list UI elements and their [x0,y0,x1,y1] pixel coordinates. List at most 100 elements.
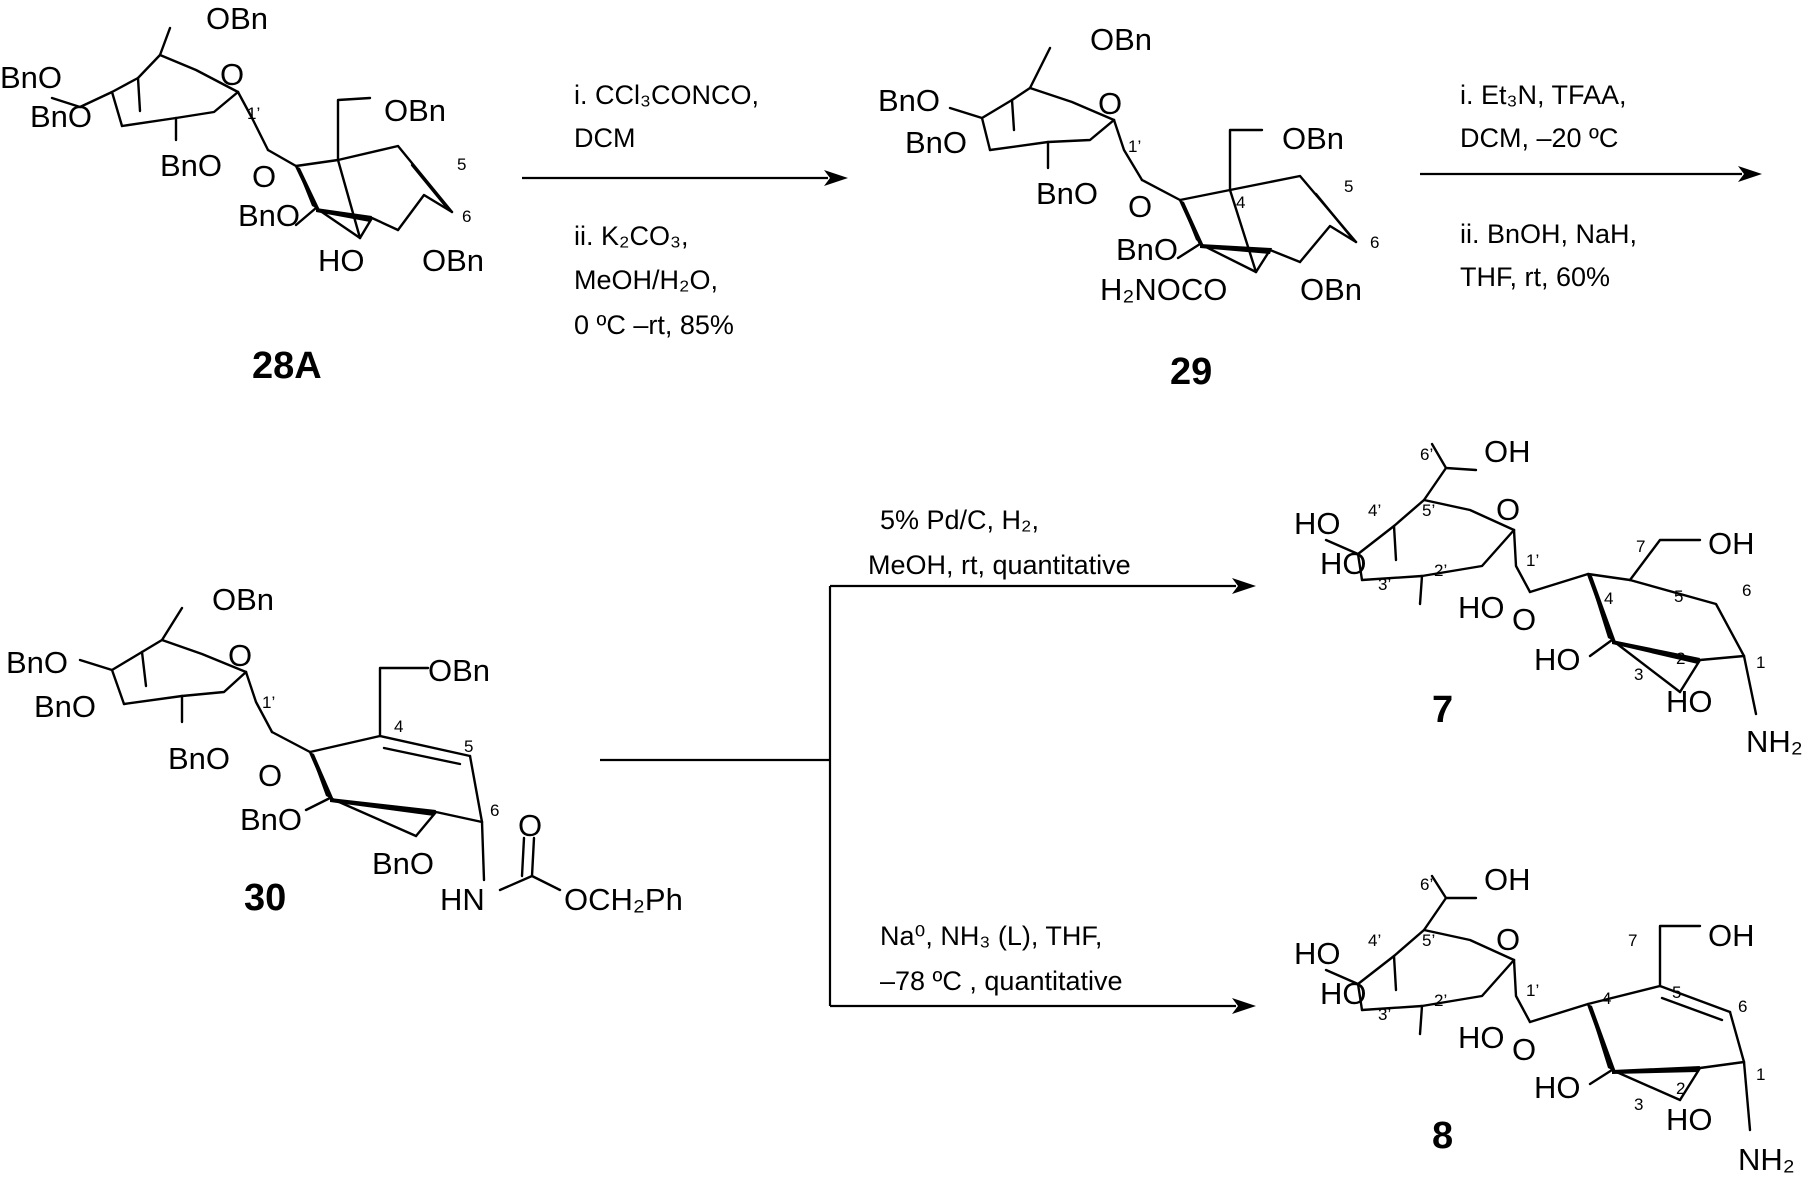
label-ho-4prime: HO [1294,936,1341,971]
label-nh: HN [440,882,485,917]
label-ho-3prime: HO [1320,546,1367,581]
label-pos-3: 3 [1634,665,1643,684]
label-pos-5prime: 5’ [1422,931,1435,950]
label-pos-1prime: 1’ [1128,137,1141,156]
label-pos-6prime: 6’ [1420,445,1433,464]
label-pos-6: 6 [1742,581,1751,600]
label-pos-4prime: 4’ [1368,931,1381,950]
label-obn-top: OBn [1090,22,1152,57]
label-pos-5: 5 [464,737,473,756]
step1-reagent-2: ii. K₂CO₃, [574,221,689,251]
arrow-branch: 5% Pd/C, H₂, MeOH, rt, quantitative Na⁰,… [600,505,1256,1014]
label-pos-6prime: 6’ [1420,875,1433,894]
label-pos-6: 6 [1738,997,1747,1016]
label-pos-6: 6 [462,207,471,226]
label-pos-5: 5 [1674,587,1683,606]
step1-solvent-2: MeOH/H₂O, [574,265,718,295]
label-ho-2prime: HO [1458,1020,1505,1055]
label-bno-5: BnO [372,846,434,881]
label-pos-5prime: 5’ [1422,501,1435,520]
label-glycosidic-o: O [1128,189,1152,224]
label-nh2: NH₂ [1746,724,1803,759]
label-ho-4prime: HO [1294,506,1341,541]
step1-solvent-1: DCM [574,123,636,153]
label-bno-1: BnO [0,60,62,95]
label-bno-2: BnO [34,689,96,724]
step1-reagent-1: i. CCl₃CONCO, [574,80,759,110]
compound-30: OBn BnO BnO O 1’ OBn BnO O 4 5 BnO 6 BnO… [6,582,683,919]
label-ring-o: O [228,638,252,673]
label-pos-1prime: 1’ [1526,981,1539,1000]
step1-temp-yield: 0 ºC –rt, 85% [574,310,734,340]
label-pos-1prime: 1’ [1526,551,1539,570]
label-pos-4: 4 [1236,193,1245,212]
label-ho-2prime: HO [1458,590,1505,625]
label-bno-2: BnO [905,125,967,160]
step4-reagent: Na⁰, NH₃ (L), THF, [880,921,1102,951]
compound-7: 6’ OH 4’ 5’ O HO HO 3’ 2’ 1’ 7 OH HO O 4… [1294,434,1803,759]
label-ho-3: HO [1534,642,1581,677]
label-pos-1: 1 [1756,1065,1765,1084]
label-bno-1: BnO [878,83,940,118]
compound-id-7: 7 [1432,689,1453,731]
label-ho-3prime: HO [1320,976,1367,1011]
label-bno-4: BnO [240,802,302,837]
label-oh-7: OH [1708,918,1755,953]
label-pos-4: 4 [394,717,403,736]
label-ring-o: O [1098,86,1122,121]
arrow-step-1: i. CCl₃CONCO, DCM ii. K₂CO₃, MeOH/H₂O, 0… [522,80,848,340]
compound-id-8: 8 [1432,1115,1453,1157]
step4-temp-yield: –78 ºC , quantitative [880,966,1123,996]
arrow-step-2: i. Et₃N, TFAA, DCM, –20 ºC ii. BnOH, NaH… [1420,80,1762,292]
step3-reagent: 5% Pd/C, H₂, [880,505,1039,535]
label-pos-5: 5 [1672,983,1681,1002]
label-glycosidic-o: O [1512,1032,1536,1067]
label-pos-3: 3 [1634,1095,1643,1114]
label-obn-bottom: OBn [1300,272,1362,307]
label-bno-4: BnO [238,198,300,233]
compound-id-30: 30 [244,877,286,919]
label-obn-bottom: OBn [422,243,484,278]
label-ocbz: OCH₂Ph [564,882,683,917]
label-obn-ch2: OBn [1282,121,1344,156]
compound-8: 6’ OH 4’ 5’ O HO HO 3’ 2’ 1’ 7 OH HO O 4… [1294,862,1795,1177]
compound-28A: OBn BnO BnO O 1’ BnO O OBn 5 BnO 6 HO OB… [0,1,484,387]
label-glycosidic-o: O [258,758,282,793]
label-obn-ch2: OBn [384,93,446,128]
label-ring-o: O [220,57,244,92]
label-carbamate: H₂NOCO [1100,272,1227,307]
label-pos-6: 6 [490,801,499,820]
label-bno-1: BnO [6,645,68,680]
step3-solvent-yield: MeOH, rt, quantitative [868,550,1131,580]
label-bno-3: BnO [1036,176,1098,211]
label-glycosidic-o: O [252,159,276,194]
label-obn-ch2: OBn [428,653,490,688]
label-pos-4: 4 [1602,989,1611,1008]
compound-29: OBn BnO BnO O 1’ OBn BnO O 4 5 BnO 6 H₂N… [878,22,1379,393]
label-pos-1prime: 1’ [247,104,260,123]
label-pos-3prime: 3’ [1378,1005,1391,1024]
label-obn-top: OBn [212,582,274,617]
label-ring-o: O [1496,492,1520,527]
label-pos-1prime: 1’ [262,693,275,712]
label-pos-2: 2 [1676,1079,1685,1098]
label-ho: HO [318,243,365,278]
label-pos-4: 4 [1604,589,1613,608]
label-pos-5: 5 [1344,177,1353,196]
label-ho-2: HO [1666,1102,1713,1137]
label-pos-2prime: 2’ [1434,991,1447,1010]
label-pos-7: 7 [1636,537,1645,556]
label-obn-top: OBn [206,1,268,36]
label-bno-2: BnO [30,99,92,134]
label-pos-7: 7 [1628,931,1637,950]
label-pos-4prime: 4’ [1368,501,1381,520]
label-pos-6: 6 [1370,233,1379,252]
label-oh-7: OH [1708,526,1755,561]
label-glycosidic-o: O [1512,602,1536,637]
compound-id-28A: 28A [252,345,322,387]
step2-reagent-2: ii. BnOH, NaH, [1460,219,1637,249]
label-nh2: NH₂ [1738,1142,1795,1177]
label-pos-1: 1 [1756,653,1765,672]
label-oh-6prime: OH [1484,434,1531,469]
